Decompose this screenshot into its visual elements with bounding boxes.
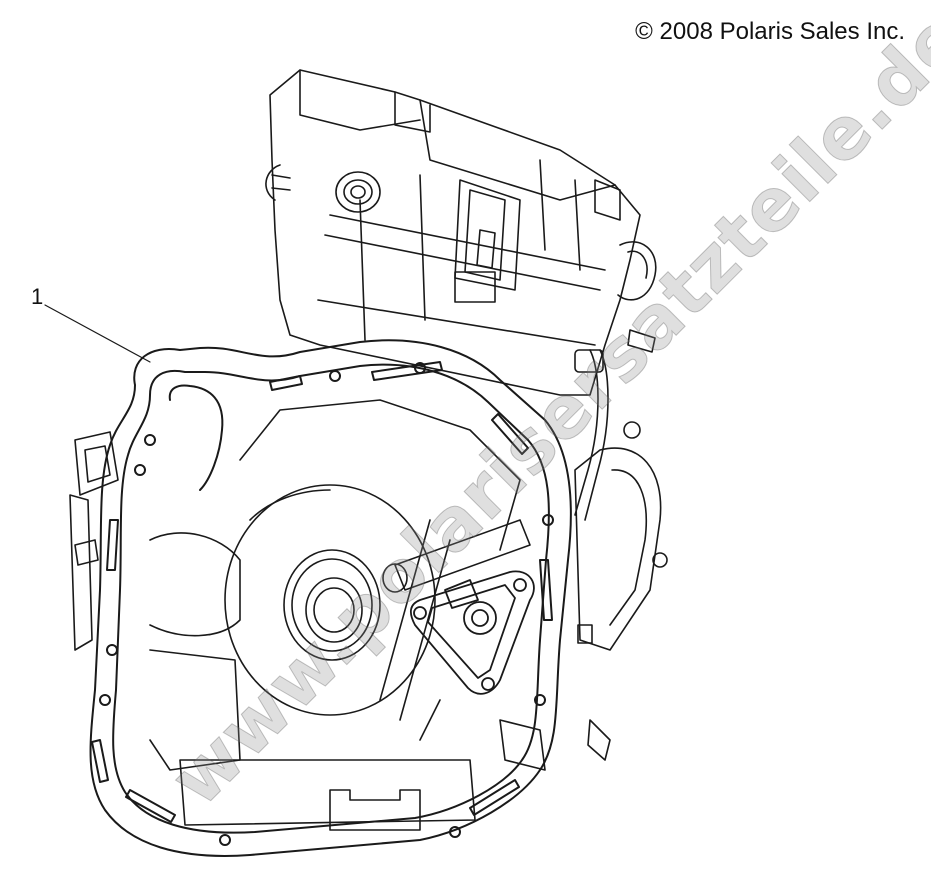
crankcase-body (149, 399, 611, 831)
crankcase-gasket (89, 339, 572, 857)
crankshaft-boss (224, 484, 436, 716)
oil-pump-cover (409, 570, 535, 695)
side-cover (574, 421, 668, 651)
cylinder-head (269, 69, 641, 396)
callout-leader-line (44, 304, 151, 363)
copyright-text: © 2008 Polaris Sales Inc. (635, 18, 905, 45)
breather-hose (574, 241, 657, 521)
left-bracket (69, 431, 119, 651)
callout-number-1: 1 (31, 284, 44, 309)
spark-plug-boss (265, 164, 381, 213)
